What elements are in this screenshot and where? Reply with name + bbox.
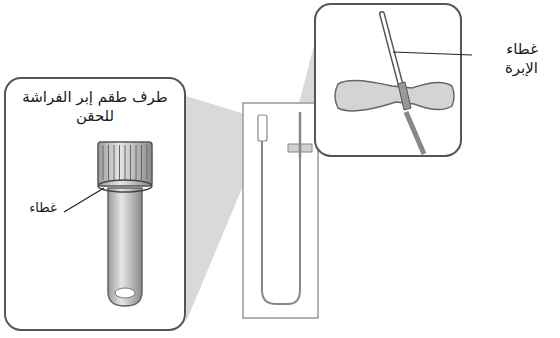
ridge bbox=[108, 145, 109, 180]
cap-ridges bbox=[103, 145, 147, 180]
cap-ring bbox=[98, 180, 152, 192]
ridge bbox=[103, 145, 104, 180]
inset-frame bbox=[5, 78, 185, 330]
part-label: طرف طقم إبر الفراشة للحقن bbox=[22, 88, 168, 126]
part-label: غطاء الإبرة bbox=[476, 40, 538, 78]
needle-hub bbox=[398, 82, 411, 110]
tube-tip bbox=[115, 288, 135, 298]
package-bag bbox=[243, 103, 318, 318]
needle-cover bbox=[382, 14, 401, 86]
ridge bbox=[141, 145, 142, 180]
ridge bbox=[114, 145, 115, 180]
needle-cover bbox=[382, 14, 401, 86]
butterfly-wings bbox=[335, 80, 454, 110]
tubing bbox=[262, 140, 300, 304]
leader-line bbox=[393, 52, 472, 55]
ridge bbox=[147, 145, 148, 180]
ridge bbox=[130, 145, 131, 180]
tubing bbox=[406, 112, 424, 154]
needle-cover bbox=[299, 112, 302, 158]
inset-frame bbox=[315, 4, 461, 156]
ridge bbox=[119, 145, 120, 180]
luer-end bbox=[258, 115, 267, 141]
luer-tube bbox=[108, 188, 142, 306]
ridge bbox=[136, 145, 137, 180]
leader-line bbox=[64, 188, 104, 212]
part-label: غطاء bbox=[22, 200, 64, 216]
ridge bbox=[125, 145, 126, 180]
